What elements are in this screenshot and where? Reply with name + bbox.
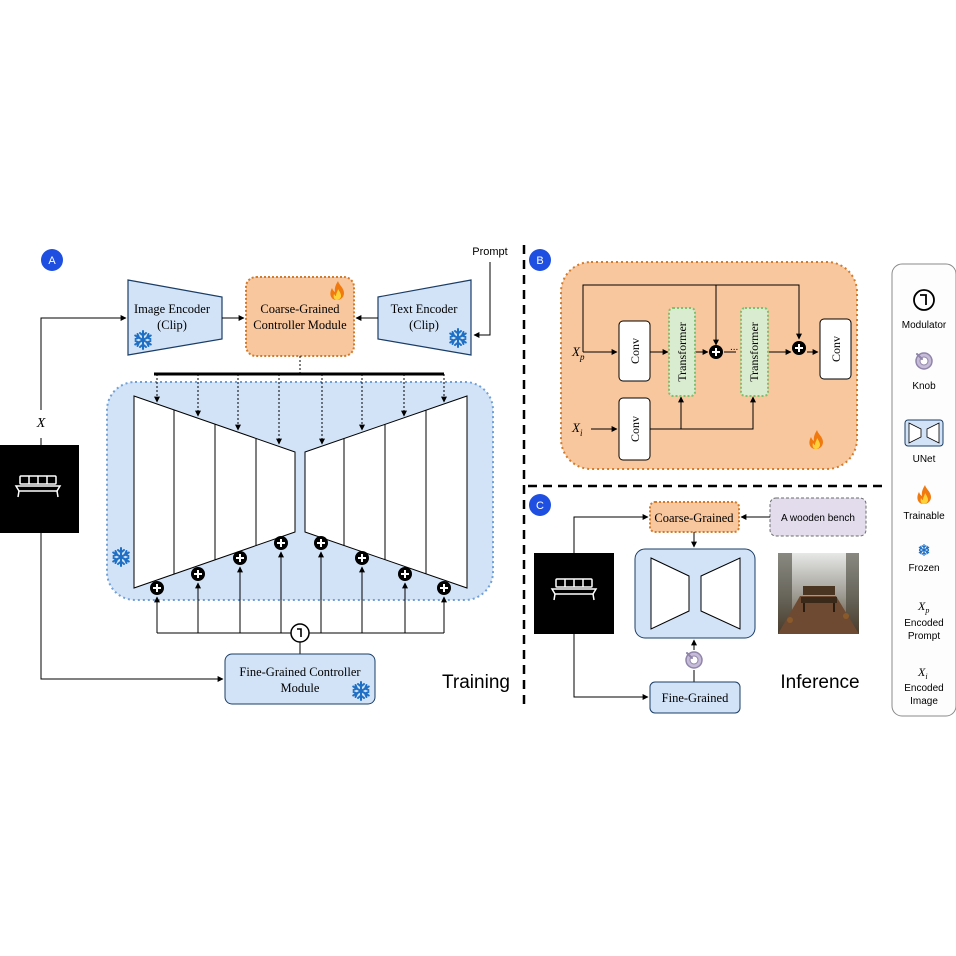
coarse-block-detail	[560, 261, 858, 470]
fine-grained-controller-module: Fine-Grained Controller Module	[224, 653, 376, 705]
svg-text:Transformer: Transformer	[675, 322, 689, 382]
svg-text:Coarse-Grained: Coarse-Grained	[260, 302, 340, 316]
add-node-2	[791, 340, 807, 356]
legend: Modulator Knob UNet Trainable Frozen Xp …	[891, 263, 956, 717]
svg-text:Frozen: Frozen	[908, 563, 939, 574]
svg-text:UNet: UNet	[913, 454, 936, 465]
badge-c: C	[529, 494, 551, 516]
svg-text:Text Encoder: Text Encoder	[391, 302, 459, 316]
inference-caption: Inference	[780, 672, 859, 693]
svg-text:Conv: Conv	[628, 338, 642, 364]
svg-text:Conv: Conv	[829, 336, 843, 362]
svg-text:C: C	[536, 500, 544, 512]
badge-b: B	[529, 249, 551, 271]
modulator-icon	[290, 623, 310, 643]
legend-modulator-icon	[913, 289, 935, 311]
unet-decoder	[304, 395, 468, 589]
inference-unet	[634, 548, 756, 639]
legend-knob-icon	[915, 352, 933, 370]
svg-text:Controller Module: Controller Module	[253, 318, 347, 332]
conv-image: Conv	[618, 397, 651, 461]
generated-output-image	[778, 553, 859, 634]
svg-text:Module: Module	[281, 681, 320, 695]
svg-text:Image Encoder: Image Encoder	[134, 302, 211, 316]
image-encoder: Image Encoder (Clip)	[127, 279, 223, 356]
inference-coarse-grained: Coarse-Grained	[649, 501, 740, 533]
input-sketch-image	[0, 445, 79, 533]
x-label: X	[36, 416, 46, 431]
svg-text:B: B	[536, 255, 543, 267]
svg-text:(Clip): (Clip)	[157, 318, 187, 332]
add-node-1	[708, 344, 724, 360]
training-caption: Training	[442, 672, 510, 693]
svg-text:A: A	[48, 255, 56, 267]
ellipsis: ...	[730, 342, 738, 353]
svg-text:Encoded: Encoded	[904, 618, 943, 629]
prompt-label: Prompt	[472, 246, 507, 258]
svg-text:A wooden bench: A wooden bench	[781, 513, 855, 524]
svg-text:Fine-Grained: Fine-Grained	[662, 691, 729, 705]
legend-unet-icon	[904, 419, 944, 447]
conv-output: Conv	[819, 318, 852, 380]
legend-xp-symbol: Xp	[917, 599, 929, 615]
badge-a: A	[41, 249, 63, 271]
inference-fine-grained: Fine-Grained	[649, 681, 741, 714]
svg-text:Coarse-Grained: Coarse-Grained	[654, 511, 734, 525]
text-encoder: Text Encoder (Clip)	[377, 279, 472, 356]
svg-text:Prompt: Prompt	[908, 631, 940, 642]
xp-label: Xp	[571, 344, 585, 362]
transformer-2: Transformer	[740, 307, 769, 397]
svg-text:Fine-Grained Controller: Fine-Grained Controller	[239, 665, 361, 679]
coarse-injection-arrows	[154, 374, 447, 445]
svg-text:Modulator: Modulator	[902, 320, 947, 331]
inference-sketch-image	[534, 553, 614, 634]
coarse-grained-controller-module: Coarse-Grained Controller Module	[245, 276, 355, 357]
svg-text:Image: Image	[910, 696, 938, 707]
legend-xi-symbol: Xi	[917, 665, 928, 681]
svg-text:Trainable: Trainable	[903, 511, 945, 522]
transformer-1: Transformer	[668, 307, 696, 397]
xi-label: Xi	[571, 420, 583, 438]
svg-text:Encoded: Encoded	[904, 683, 943, 694]
svg-text:Conv: Conv	[628, 416, 642, 442]
inference-prompt: A wooden bench	[769, 497, 867, 537]
conv-prompt: Conv	[618, 320, 651, 382]
inference-knob-icon	[685, 651, 703, 669]
unet-encoder	[133, 395, 296, 589]
svg-text:Knob: Knob	[912, 381, 936, 392]
svg-text:Transformer: Transformer	[747, 322, 761, 382]
svg-text:(Clip): (Clip)	[409, 318, 439, 332]
